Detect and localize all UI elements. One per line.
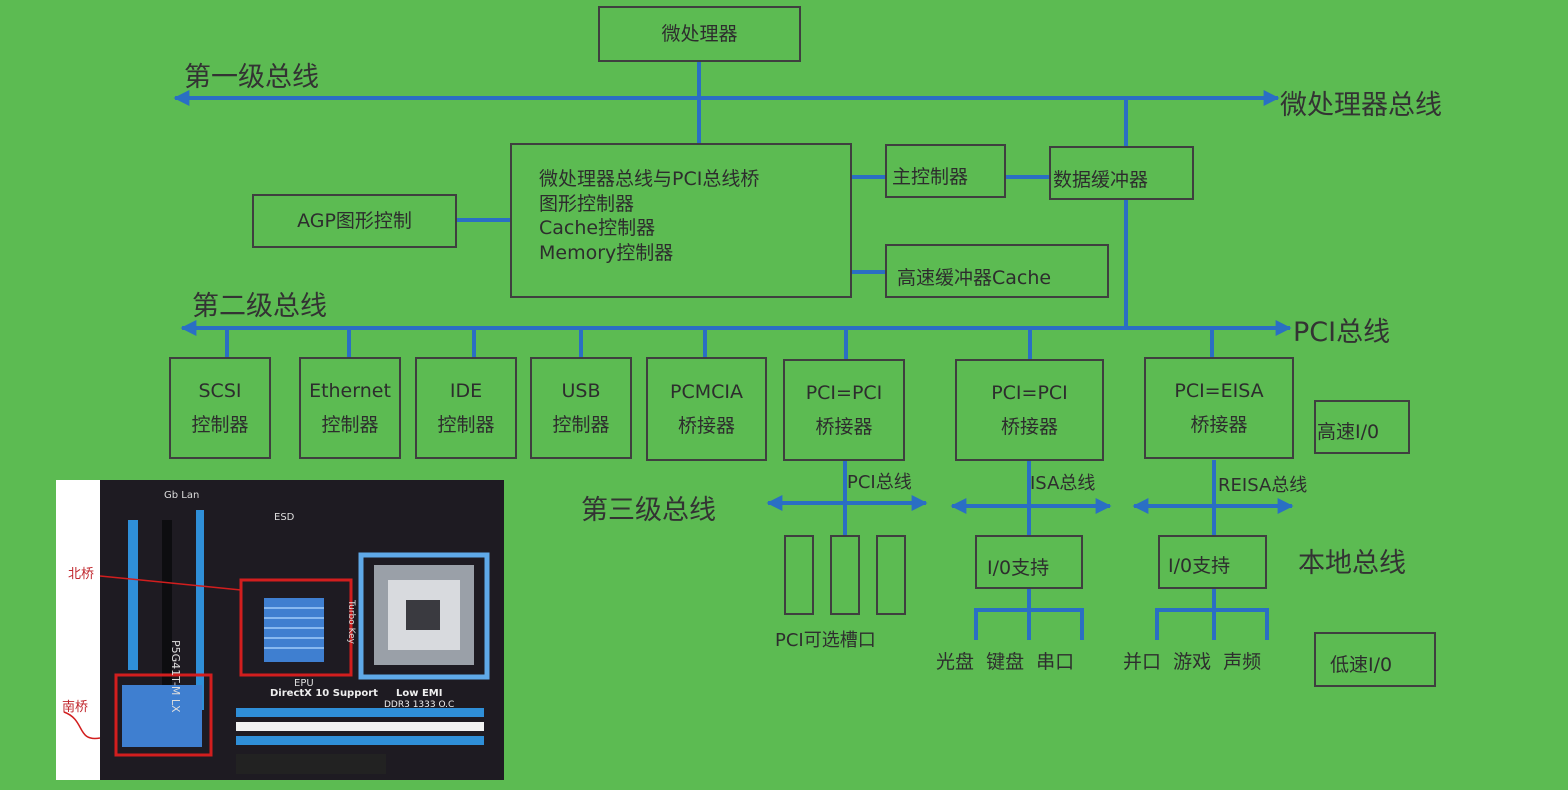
devices-2-tree (1155, 589, 1269, 640)
main-controller-label: 主控制器 (892, 166, 969, 188)
isa-bus-label: ISA总线 (1030, 473, 1096, 494)
usb-line1: USB (561, 380, 601, 402)
usb-line2: 控制器 (552, 414, 610, 436)
pci-eisa-bridge-box: PCI=EISA 桥接器 (1144, 357, 1294, 459)
data-buffer-label: 数据缓冲器 (1053, 169, 1149, 191)
pcmcia-bridge-box: PCMCIA 桥接器 (646, 357, 767, 461)
south-bridge-heatsink (122, 685, 202, 747)
high-speed-io-label: 高速I/0 (1317, 421, 1380, 443)
high-speed-io-box: 高速I/0 (1314, 400, 1410, 454)
scsi-line2: 控制器 (191, 414, 249, 436)
reisa-bus-label: REISA总线 (1218, 475, 1308, 496)
pci-slot-3 (876, 535, 906, 615)
turbo-key-label: Turbo Key (346, 600, 356, 644)
motherboard-illustration (63, 510, 490, 774)
devices-2-label: 并口 游戏 声频 (1123, 651, 1262, 673)
pci-slot-1 (784, 535, 814, 615)
north-bridge-box: 微处理器总线与PCI总线桥 图形控制器 Cache控制器 Memory控制器 (510, 143, 852, 298)
pcmcia-line2: 桥接器 (677, 415, 735, 437)
ide-line1: IDE (449, 380, 483, 402)
south-bridge-label: 南桥 (62, 700, 89, 715)
low-speed-io-label: 低速I/0 (1330, 654, 1393, 676)
io-support-1-box: I/0支持 (975, 535, 1083, 589)
ram-slot-1 (236, 708, 484, 717)
north-bridge-highlight (239, 578, 353, 677)
ide-line2: 控制器 (437, 414, 495, 436)
pci-bus-label: PCI总线 (1293, 317, 1391, 348)
usb-controller-box: USB 控制器 (530, 357, 632, 459)
cpu-socket-core (406, 600, 440, 630)
ram-slot-3 (236, 736, 484, 745)
south-bridge-pointer (63, 711, 101, 740)
ide-controller-box: IDE 控制器 (415, 357, 517, 459)
pci-slots-label: PCI可选槽口 (775, 630, 876, 651)
scsi-line1: SCSI (198, 380, 242, 402)
level2-bus-label: 第二级总线 (192, 291, 327, 322)
north-bridge-label: 北桥 (68, 567, 95, 582)
io-support-1-label: I/0支持 (987, 557, 1050, 579)
pci-slot-black (162, 520, 172, 690)
cpu-label: 微处理器 (661, 23, 738, 45)
devices-1-label: 光盘 键盘 串口 (936, 651, 1075, 673)
pci-pci-bridge-1-box: PCI=PCI 桥接器 (783, 359, 905, 461)
socket-retention-ring (358, 552, 490, 680)
agp-label: AGP图形控制 (297, 210, 412, 232)
gb-lan-label: Gb Lan (164, 490, 200, 501)
model-label: P5G41T-M LX (169, 640, 182, 713)
cpu-bus-label: 微处理器总线 (1280, 90, 1442, 121)
pci-pci-1-line2: 桥接器 (815, 416, 873, 438)
agp-box: AGP图形控制 (252, 194, 457, 248)
main-controller-box: 主控制器 (885, 144, 1006, 198)
cache-label: 高速缓冲器Cache (897, 267, 1052, 289)
pci-slot-2 (830, 535, 860, 615)
level1-bus-label: 第一级总线 (184, 62, 319, 93)
bridge-line-3: Cache控制器 (539, 217, 656, 239)
ethernet-line2: 控制器 (321, 414, 379, 436)
pci-eisa-line1: PCI=EISA (1174, 380, 1264, 402)
ddr3-label: DDR3 1333 O.C (384, 700, 455, 710)
directx-label: DirectX 10 Support (270, 688, 378, 699)
north-bridge-pointer (99, 575, 242, 591)
scsi-controller-box: SCSI 控制器 (169, 357, 271, 459)
pci-pci-2-line2: 桥接器 (1000, 416, 1058, 438)
ethernet-line1: Ethernet (309, 380, 391, 402)
devices-1-tree (974, 589, 1084, 640)
motherboard-photo: 北桥 南桥 Gb Lan ESD P5G41T-M LX Turbo Key E… (56, 480, 504, 780)
power-connector (236, 754, 386, 774)
pci-pci-1-line1: PCI=PCI (805, 382, 883, 404)
pcie-slot-1 (128, 520, 138, 670)
pci-pci-2-line1: PCI=PCI (991, 382, 1068, 404)
cpu-box: 微处理器 (598, 6, 801, 62)
sub-pci-bus-label: PCI总线 (847, 472, 912, 493)
ethernet-controller-box: Ethernet 控制器 (299, 357, 401, 459)
ram-slot-2 (236, 722, 484, 731)
south-bridge-highlight (114, 673, 213, 757)
pcmcia-line1: PCMCIA (670, 381, 743, 403)
io-support-2-label: I/0支持 (1168, 555, 1231, 577)
epu-label: EPU (294, 678, 314, 689)
esd-label: ESD (274, 512, 295, 523)
bridge-line-4: Memory控制器 (539, 241, 674, 264)
io-support-2-box: I/0支持 (1158, 535, 1267, 589)
low-speed-io-box: 低速I/0 (1314, 632, 1436, 687)
bridge-line-2: 图形控制器 (539, 192, 635, 215)
data-buffer-box: 数据缓冲器 (1049, 146, 1194, 200)
pci-eisa-line2: 桥接器 (1190, 414, 1248, 436)
local-bus-label: 本地总线 (1298, 548, 1406, 579)
pci-pci-bridge-2-box: PCI=PCI 桥接器 (955, 359, 1104, 461)
pcie-slot-2 (196, 510, 204, 710)
low-emi-label: Low EMI (396, 688, 443, 699)
cache-box: 高速缓冲器Cache (885, 244, 1109, 298)
bridge-line-1: 微处理器总线与PCI总线桥 (539, 168, 760, 190)
level3-bus-label: 第三级总线 (581, 495, 716, 526)
